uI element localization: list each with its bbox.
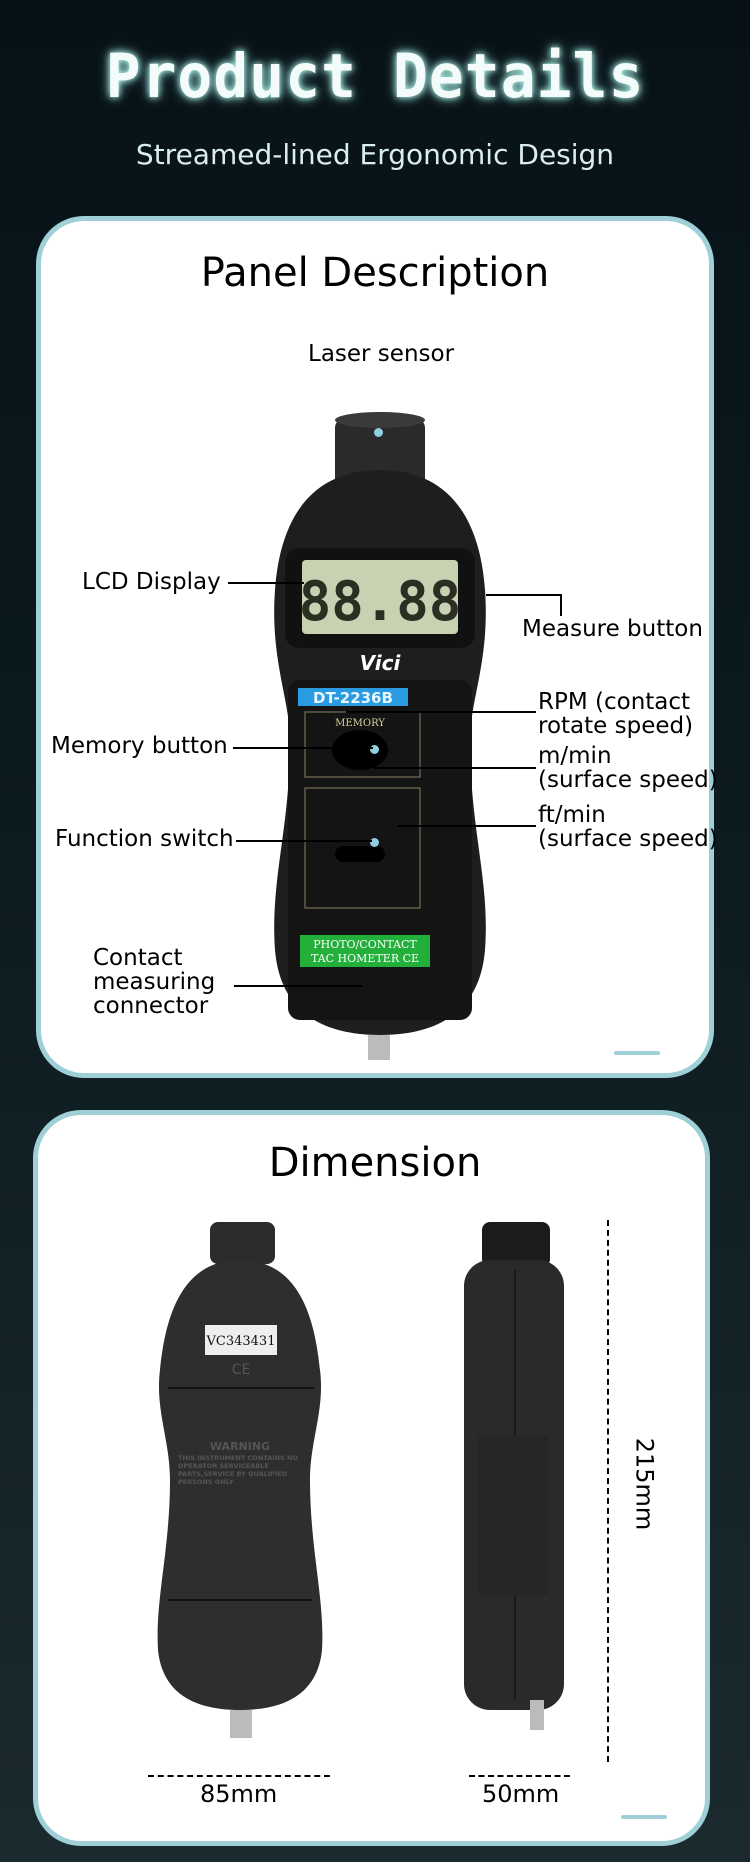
height-dimension-label: 215mm <box>630 1437 659 1531</box>
label-rpm-2: rotate speed) <box>538 713 694 739</box>
label-rpm-1: RPM (contact <box>538 689 691 715</box>
label-connector-2: measuring <box>93 969 216 995</box>
panel-description-title: Panel Description <box>200 250 550 296</box>
tachometer-side-image <box>464 1222 564 1730</box>
label-memory-button: Memory button <box>51 733 228 759</box>
leader-line <box>486 594 562 596</box>
leader-line <box>374 767 536 769</box>
leader-line <box>236 840 372 842</box>
function-switch-marker <box>370 838 379 847</box>
label-measure-button: Measure button <box>522 616 703 642</box>
lcd-digits: 88.88 <box>299 570 462 633</box>
serial-label: VC343431 <box>206 1334 276 1349</box>
brand-logo: Vici <box>360 651 402 675</box>
depth-dimension-line <box>469 1775 570 1777</box>
memory-button-marker <box>370 745 379 754</box>
width-dimension-label: 85mm <box>200 1780 278 1808</box>
label-mmin-2: (surface speed) <box>538 767 718 793</box>
leader-line <box>234 985 362 987</box>
leader-line <box>228 582 304 584</box>
label-ftmin-2: (surface speed) <box>538 826 718 852</box>
leader-line <box>560 594 562 616</box>
badge-line1: PHOTO/CONTACT <box>313 938 417 951</box>
badge-line2: TAC HOMETER CE <box>311 952 419 965</box>
model-label: DT-2236B <box>313 689 393 707</box>
ce-mark: CE <box>232 1362 251 1378</box>
depth-dimension-label: 50mm <box>482 1780 560 1808</box>
card-accent <box>621 1815 667 1819</box>
page-subtitle: Streamed-lined Ergonomic Design <box>135 138 615 171</box>
label-laser-sensor: Laser sensor <box>308 341 455 367</box>
tachometer-front-image: 88.88 Vici DT-2236B MEMORY PHOTO/CONTACT… <box>274 412 486 1060</box>
label-ftmin-1: ft/min <box>538 802 606 828</box>
warning-title: WARNING <box>210 1440 270 1453</box>
label-connector-3: connector <box>93 993 209 1019</box>
width-dimension-line <box>148 1775 330 1777</box>
dimension-title: Dimension <box>268 1140 482 1186</box>
label-function-switch: Function switch <box>55 826 234 852</box>
tachometer-back-image: VC343431 CE WARNING THIS INSTRUMENT CONT… <box>157 1222 323 1738</box>
memory-label: MEMORY <box>335 718 385 729</box>
label-mmin-1: m/min <box>538 743 612 769</box>
label-connector-1: Contact <box>93 945 183 971</box>
page-title: Product Details <box>105 40 645 112</box>
dimension-card <box>33 1110 710 1846</box>
card-accent <box>614 1051 660 1055</box>
leader-line <box>346 711 536 713</box>
leader-line <box>398 825 536 827</box>
leader-line <box>233 747 373 749</box>
height-dimension-line <box>607 1220 609 1762</box>
laser-sensor-marker <box>374 428 383 437</box>
warning-text: THIS INSTRUMENT CONTAINS NO OPERATOR SER… <box>178 1454 299 1486</box>
label-lcd-display: LCD Display <box>82 569 221 595</box>
